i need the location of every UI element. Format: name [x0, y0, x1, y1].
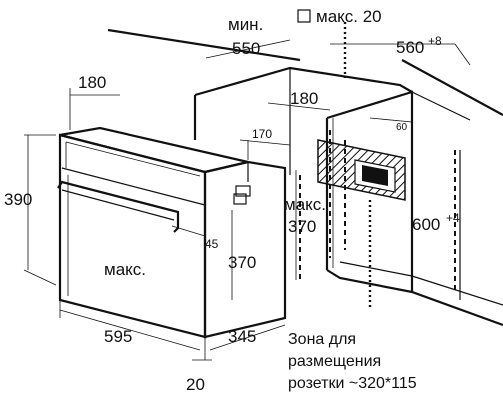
countertop-line-right [401, 59, 503, 116]
label-600: 600 [412, 215, 440, 234]
cabinet-niche [107, 22, 503, 327]
label-170: 170 [252, 127, 272, 141]
niche-shelf [339, 261, 413, 277]
side-bracket-top [235, 185, 251, 197]
dimension-lines [23, 39, 471, 361]
label-60: 60 [396, 122, 408, 133]
dim-180-right-line [267, 102, 331, 111]
socket-box-fill [362, 165, 388, 186]
label-max-top: макс. 20 [316, 7, 382, 26]
label-600-tol: +4 [446, 211, 460, 225]
label-min: мин. [228, 15, 263, 34]
label-550: 550 [232, 39, 260, 58]
oven-body [57, 126, 287, 339]
countertop-line [107, 28, 301, 62]
label-370-front: 370 [228, 253, 256, 272]
oven-front [58, 133, 207, 339]
label-20: 20 [186, 375, 205, 394]
dim-560-leader [454, 43, 471, 66]
dim-60-line [369, 117, 413, 123]
dim-45-line [171, 225, 206, 237]
door-handle-bar [61, 189, 175, 221]
panel-bottom-line [61, 167, 206, 206]
label-370-mid: 370 [288, 217, 316, 236]
label-595: 595 [104, 327, 132, 346]
dim-595-line [59, 309, 201, 351]
niche-shelf-right [411, 275, 503, 306]
label-180-right: 180 [290, 89, 318, 108]
label-180-left: 180 [78, 73, 106, 92]
label-560: 560 [396, 38, 424, 57]
niche-bottom [326, 269, 503, 327]
label-390: 390 [4, 190, 32, 209]
max-square-icon [297, 9, 311, 23]
dim-550-line [205, 39, 291, 59]
niche-top-edge [194, 66, 413, 97]
oven-top [59, 126, 249, 174]
door-handle[interactable] [57, 180, 180, 233]
label-max-mid: макс. [284, 195, 326, 214]
dim-345-line [209, 324, 286, 351]
socket-zone-line2: размещения [288, 353, 381, 370]
label-560-tol: +8 [428, 34, 442, 48]
socket-zone-line1: Зона для [288, 331, 356, 348]
dimension-labels: мин. макс. 20 550 560 +8 180 180 60 170 … [4, 7, 460, 394]
panel-top-line [65, 141, 201, 177]
socket-zone-line3: розетки ~320*115 [288, 375, 417, 392]
label-345: 345 [228, 327, 256, 346]
label-max-front: макс. [104, 260, 146, 279]
label-45: 45 [205, 237, 219, 251]
side-bracket-bottom [233, 193, 247, 205]
oven-side [203, 160, 287, 339]
dim-390-ext-bottom [23, 269, 57, 286]
right-wall-top [411, 91, 471, 121]
